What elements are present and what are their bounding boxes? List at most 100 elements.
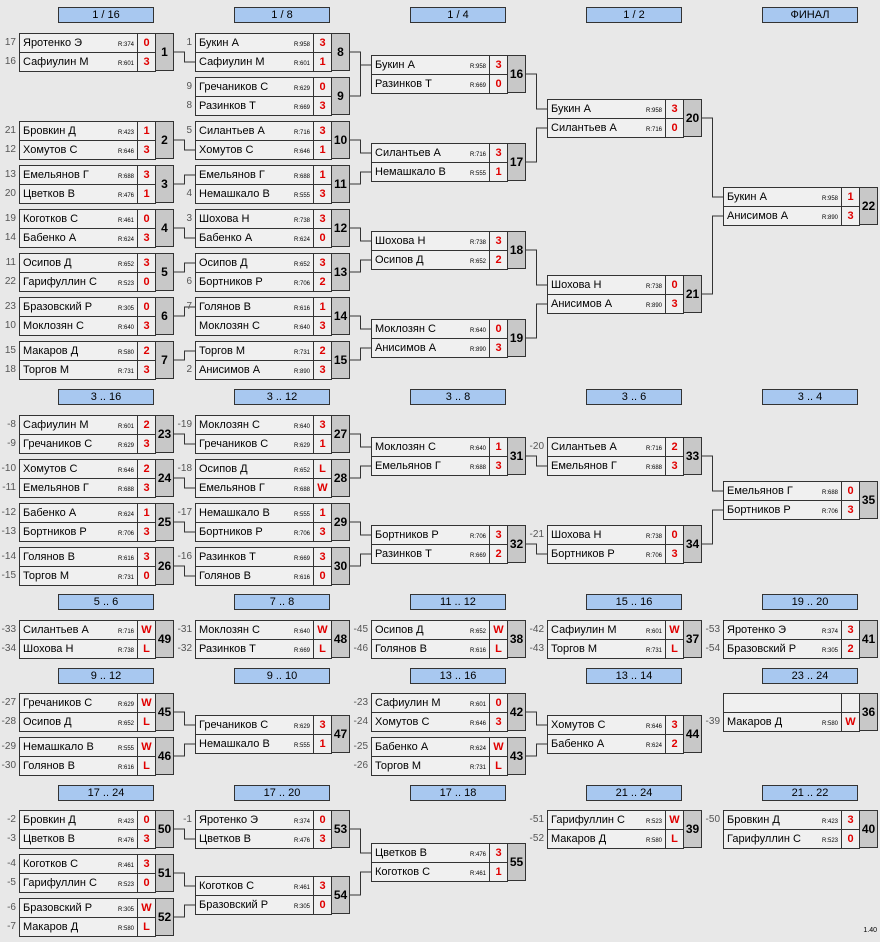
- player-row[interactable]: [723, 693, 842, 713]
